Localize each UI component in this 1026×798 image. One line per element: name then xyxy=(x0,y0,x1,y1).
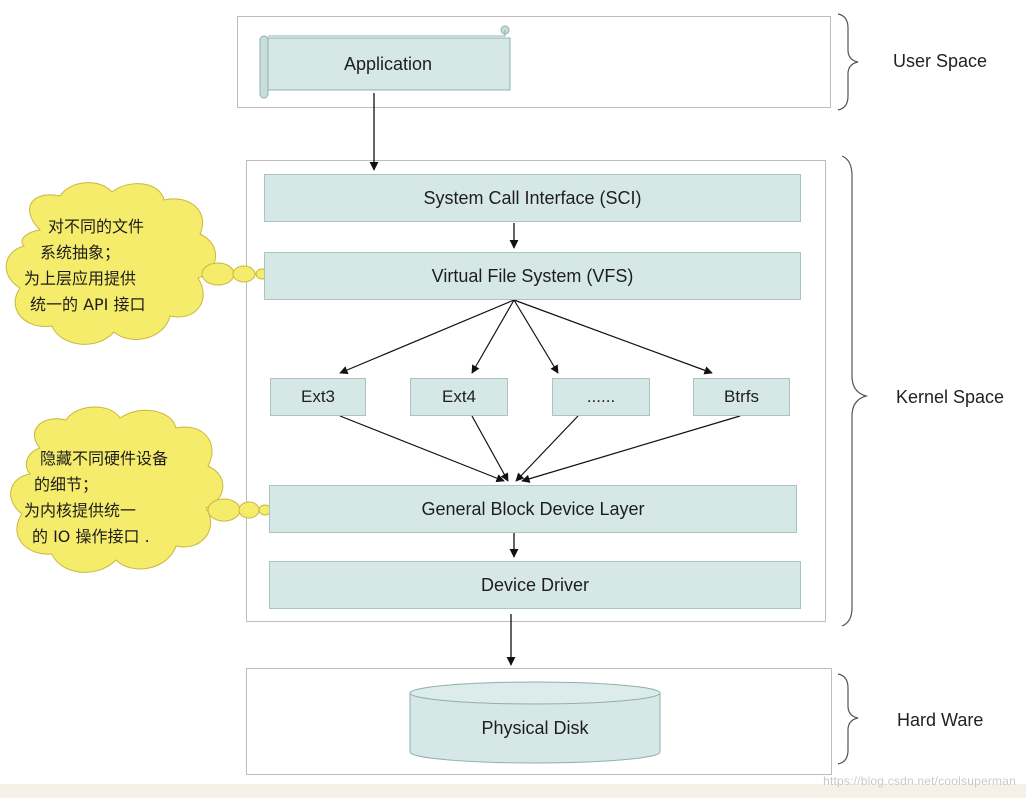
block-layer-box: General Block Device Layer xyxy=(269,485,797,533)
ellipsis-label: ...... xyxy=(586,387,616,406)
ext3-box: Ext3 xyxy=(270,378,366,416)
device-driver-box: Device Driver xyxy=(269,561,801,609)
btrfs-box: Btrfs xyxy=(693,378,790,416)
block-layer-label: General Block Device Layer xyxy=(421,498,645,519)
user-space-label: User Space xyxy=(893,51,988,71)
vfs-box: Virtual File System (VFS) xyxy=(264,252,801,300)
vfs-note-line-1: 对不同的文件 xyxy=(48,217,145,236)
btrfs-label: Btrfs xyxy=(724,387,759,406)
arrow-vfs-to-ext4 xyxy=(471,299,515,374)
vfs-note-line-3: 为上层应用提供 xyxy=(24,269,137,288)
sci-box: System Call Interface (SCI) xyxy=(264,174,801,222)
application-scroll-shape xyxy=(259,25,511,99)
watermark-text: https://blog.csdn.net/coolsuperman xyxy=(823,774,1016,788)
application-label: Application xyxy=(343,53,433,74)
block-note-line-3: 为内核提供统一 xyxy=(24,501,137,520)
arrow-vfs-to-ext3 xyxy=(339,299,515,374)
hardware-brace xyxy=(837,673,859,765)
arrow-ext4-to-block xyxy=(471,415,509,482)
user-space-brace xyxy=(837,13,859,111)
kernel-space-label: Kernel Space xyxy=(896,387,1005,407)
physical-disk-label: Physical Disk xyxy=(481,717,589,738)
ellipsis-box: ...... xyxy=(552,378,650,416)
vfs-note-line-4: 统一的 API 接口 xyxy=(30,295,146,314)
hardware-label: Hard Ware xyxy=(897,710,984,730)
arrow-ellipsis-to-block xyxy=(515,415,579,482)
block-note-line-2: 的细节； xyxy=(34,475,99,494)
ext4-box: Ext4 xyxy=(410,378,508,416)
sci-label: System Call Interface (SCI) xyxy=(423,187,642,208)
application-box: Application xyxy=(268,38,508,90)
vfs-label: Virtual File System (VFS) xyxy=(431,265,634,286)
block-note-cloud xyxy=(10,406,272,573)
vfs-note-line-2: 系统抽象； xyxy=(40,243,121,262)
physical-disk-box: Physical Disk xyxy=(410,706,660,750)
kernel-space-brace xyxy=(841,155,869,627)
device-driver-label: Device Driver xyxy=(480,574,590,595)
arrow-vfs-to-btrfs xyxy=(513,299,713,375)
arrow-vfs-to-ellipsis xyxy=(513,299,559,374)
physical-disk-cylinder xyxy=(409,681,661,764)
block-note-line-4: 的 IO 操作接口 . xyxy=(32,527,150,546)
arrow-ext3-to-block xyxy=(339,415,505,483)
ext3-label: Ext3 xyxy=(300,387,336,406)
ext4-label: Ext4 xyxy=(441,387,477,406)
bottom-strip xyxy=(0,784,1026,798)
block-note-line-1: 隐藏不同硬件设备 xyxy=(40,449,169,468)
arrow-btrfs-to-block xyxy=(521,415,741,483)
vfs-note-cloud xyxy=(5,182,269,345)
